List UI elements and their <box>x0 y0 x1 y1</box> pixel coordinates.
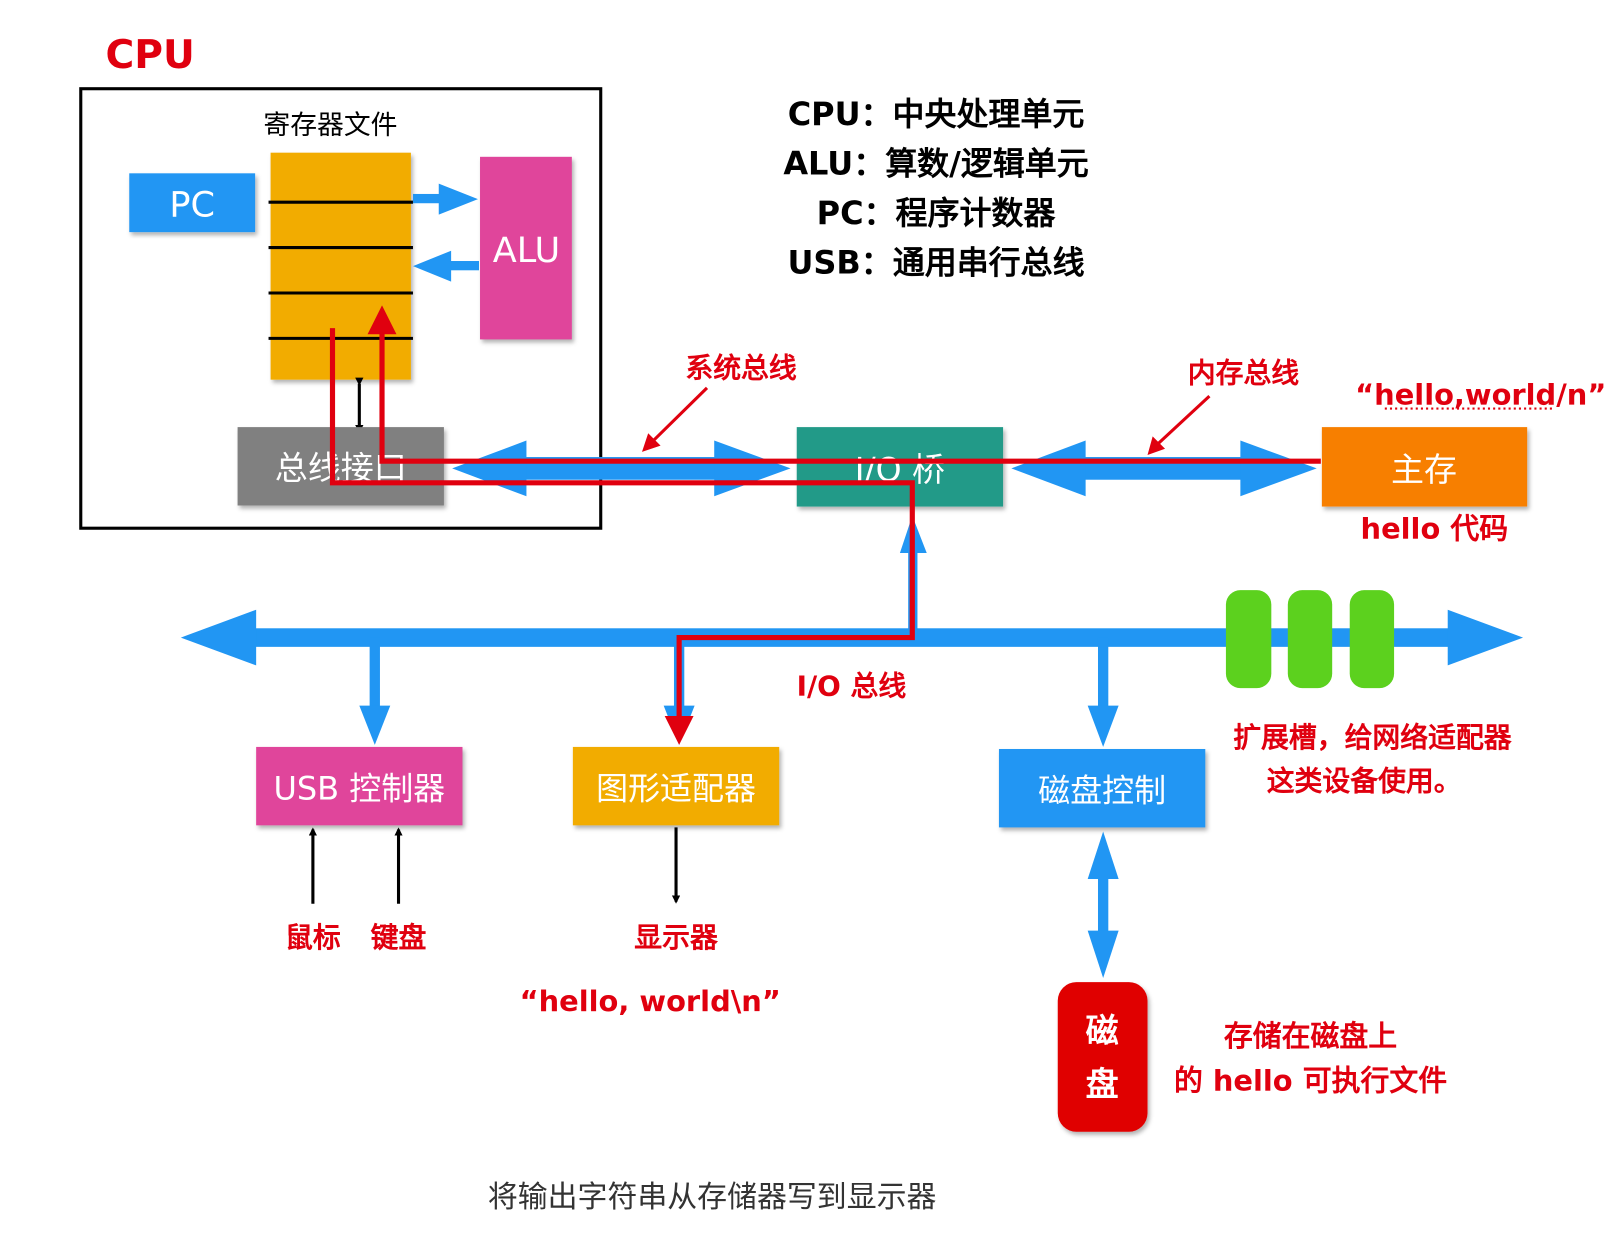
expansion-slot <box>1349 590 1395 689</box>
system-bus-pointer <box>647 386 709 447</box>
expansion-slot <box>1287 590 1333 689</box>
cpu-box <box>79 87 603 530</box>
legend-item: USB：通用串行总线 <box>787 243 1084 281</box>
register-alu-arrows <box>412 183 479 282</box>
cpu-title: CPU <box>106 33 195 78</box>
legend-item: CPU：中央处理单元 <box>788 95 1085 133</box>
register-file <box>268 152 413 380</box>
main-memory-note: hello 代码 <box>1361 512 1509 546</box>
register-to-display-path <box>329 328 915 723</box>
disk-label: 磁 <box>1086 1011 1119 1050</box>
main-memory: 主存 <box>1321 427 1528 507</box>
legend-item: PC：程序计数器 <box>817 194 1057 232</box>
usb-controller: USB 控制器 <box>256 746 463 826</box>
main-memory-string: “hello,world/n” <box>1355 377 1606 411</box>
io-bridge: I/O 桥 <box>796 427 1004 507</box>
expansion-note-line: 扩展槽，给网络适配器 <box>1233 721 1513 754</box>
alu: ALU <box>480 156 572 340</box>
display-label: 显示器 <box>634 921 719 954</box>
display-output: “hello, world\n” <box>520 984 781 1018</box>
disk-arrow <box>1087 831 1119 979</box>
memory-bus-pointer <box>1152 395 1211 449</box>
legend-item: ALU：算数/逻辑单元 <box>783 144 1088 182</box>
pc-label: PC <box>169 185 215 226</box>
system-bus-arrow <box>452 440 791 497</box>
system-bus-pointer-head <box>641 433 661 452</box>
expansion-slot <box>1225 590 1272 689</box>
disk-note-line: 的 hello 可执行文件 <box>1174 1063 1447 1097</box>
expansion-note-line: 这类设备使用。 <box>1267 764 1462 797</box>
bus-interface: 总线接口 <box>237 427 444 506</box>
disk-controller: 磁盘控制 <box>998 748 1206 828</box>
alu-label: ALU <box>493 230 560 271</box>
main-memory-label: 主存 <box>1391 450 1457 489</box>
legend: CPU：中央处理单元 ALU：算数/逻辑单元 PC：程序计数器 USB：通用串行… <box>783 95 1088 282</box>
memory-to-register-path <box>379 328 1321 464</box>
memory-bus-label: 内存总线 <box>1188 357 1300 390</box>
mouse-label: 鼠标 <box>285 921 341 954</box>
disk-note-line: 存储在磁盘上 <box>1224 1019 1397 1053</box>
graphics-adapter: 图形适配器 <box>572 746 780 826</box>
disk: 磁 盘 <box>1057 982 1148 1132</box>
usb-controller-label: USB 控制器 <box>273 770 445 808</box>
register-to-display-arrowhead <box>664 715 694 745</box>
register-file-label: 寄存器文件 <box>263 110 397 141</box>
pc-register: PC <box>129 173 256 233</box>
memory-bus-pointer-head <box>1147 436 1166 455</box>
memory-to-register-arrowhead <box>367 305 397 335</box>
expansion-slots <box>1225 590 1395 689</box>
system-bus-label: 系统总线 <box>685 352 797 385</box>
disk-controller-label: 磁盘控制 <box>1038 772 1166 810</box>
graphics-adapter-label: 图形适配器 <box>596 770 756 808</box>
disk-label: 盘 <box>1086 1065 1119 1104</box>
keyboard-label: 键盘 <box>371 921 427 954</box>
io-bus-label: I/O 总线 <box>797 669 907 702</box>
caption: 将输出字符串从存储器写到显示器 <box>488 1180 937 1215</box>
